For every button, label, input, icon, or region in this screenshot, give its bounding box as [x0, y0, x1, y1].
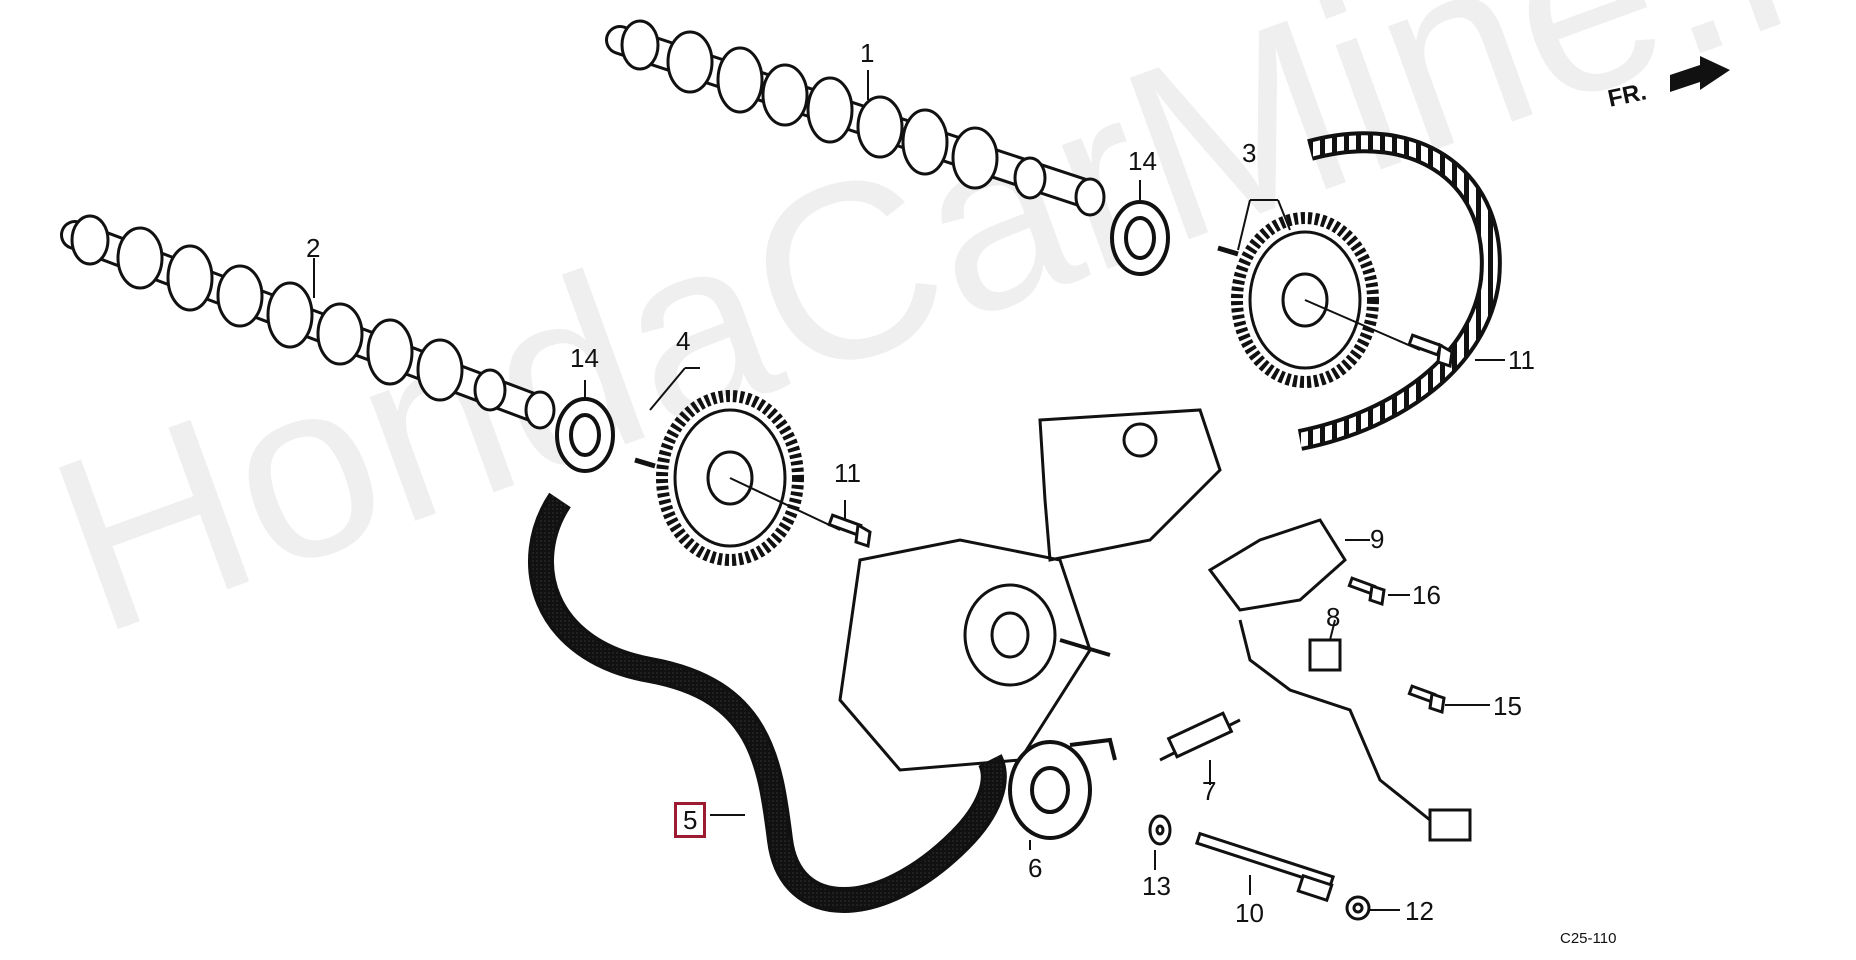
nut[interactable]: [1345, 895, 1371, 921]
callout-8: 8: [1326, 602, 1341, 632]
tensioner-bolt[interactable]: [1194, 831, 1336, 903]
pulley-bolt-lower[interactable]: [827, 513, 872, 548]
callout-13: 13: [1142, 871, 1171, 901]
sensor-bracket[interactable]: [1207, 518, 1347, 612]
callout-11-lower: 11: [834, 458, 861, 488]
callout-7: 7: [1202, 776, 1217, 806]
timing-belt-upper[interactable]: [1297, 131, 1502, 451]
camshaft-pulley-4[interactable]: [656, 390, 841, 566]
callout-5-highlighted[interactable]: 5: [674, 802, 707, 838]
callout-1: 1: [860, 38, 875, 68]
callout-10: 10: [1235, 898, 1264, 928]
callout-14-upper: 14: [1128, 146, 1157, 176]
camshaft-lower[interactable]: [60, 214, 556, 430]
callout-14-lower: 14: [570, 343, 599, 373]
sensor-harness[interactable]: [1238, 619, 1472, 842]
camshaft-pulley-3[interactable]: [1231, 212, 1421, 388]
engine-bracket: [1038, 408, 1222, 562]
camshaft-upper[interactable]: [605, 19, 1106, 217]
washer[interactable]: [1148, 814, 1172, 846]
tensioner-pulley[interactable]: [1008, 737, 1117, 840]
key-pin-upper: [1217, 245, 1239, 257]
oil-seal-lower[interactable]: [555, 397, 615, 473]
callout-15: 15: [1493, 691, 1522, 721]
water-pump-housing: [838, 538, 1111, 772]
callout-2: 2: [306, 233, 321, 263]
key-pin-lower: [634, 457, 656, 469]
bolt-15[interactable]: [1407, 684, 1446, 714]
timing-belt[interactable]: [528, 492, 1007, 913]
tensioner-spring[interactable]: [1159, 711, 1241, 762]
callout-9: 9: [1370, 524, 1385, 554]
callout-11-upper: 11: [1508, 345, 1535, 375]
diagram-code: C25-110: [1560, 930, 1617, 947]
callout-4: 4: [676, 326, 691, 356]
leader-lines: [313, 70, 1505, 911]
callout-12: 12: [1405, 896, 1434, 926]
pulley-bolt-upper[interactable]: [1407, 333, 1454, 368]
bolt-16[interactable]: [1347, 576, 1386, 606]
callout-6: 6: [1028, 853, 1043, 883]
callout-3: 3: [1242, 138, 1257, 168]
oil-seal-upper[interactable]: [1110, 200, 1170, 276]
front-arrow-icon: [1670, 56, 1730, 92]
callout-16: 16: [1412, 580, 1441, 610]
